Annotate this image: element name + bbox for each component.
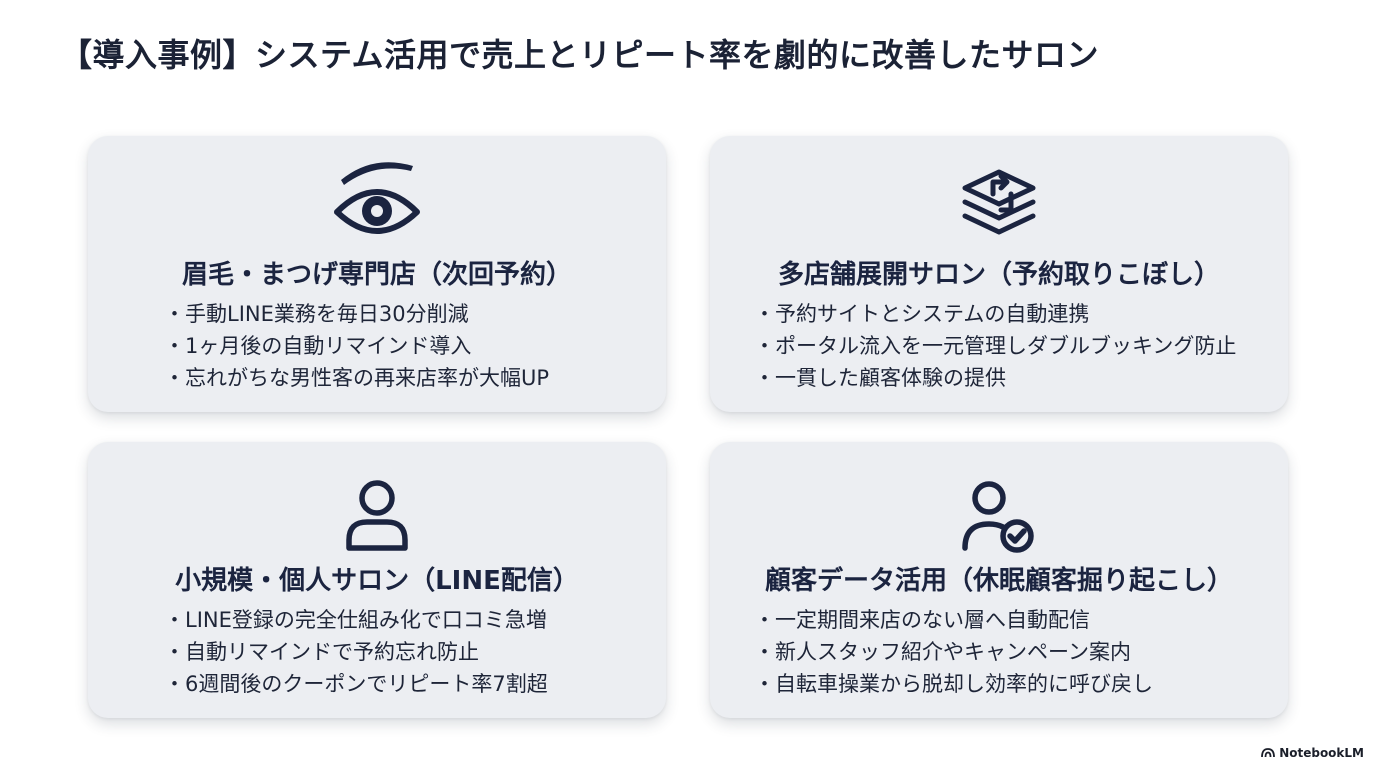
case-card-multi-store-salon: 多店舗展開サロン（予約取りこぼし） 予約サイトとシステムの自動連携 ポータル流入… [710,136,1288,412]
card-title: 顧客データ活用（休眠顧客掘り起こし） [764,566,1233,596]
notebooklm-brand: NotebookLM [1261,746,1364,760]
list-item: LINE登録の完全仕組み化で口コミ急増 [164,604,548,636]
notebooklm-logo-icon [1261,748,1276,758]
layers-sync-icon [949,154,1049,250]
card-title: 小規模・個人サロン（LINE配信） [175,566,579,596]
bullet-list: LINE登録の完全仕組み化で口コミ急増 自動リマインドで予約忘れ防止 6週間後の… [164,604,548,700]
bullet-list: 一定期間来店のない層へ自動配信 新人スタッフ紹介やキャンペーン案内 自転車操業か… [754,604,1153,700]
eye-icon [327,154,427,250]
user-check-icon [949,460,1049,556]
list-item: 自動リマインドで予約忘れ防止 [164,636,548,668]
case-card-customer-data: 顧客データ活用（休眠顧客掘り起こし） 一定期間来店のない層へ自動配信 新人スタッ… [710,442,1288,718]
list-item: 予約サイトとシステムの自動連携 [754,298,1236,330]
list-item: 1ヶ月後の自動リマインド導入 [164,330,549,362]
list-item: 忘れがちな男性客の再来店率が大幅UP [164,362,549,394]
list-item: 一定期間来店のない層へ自動配信 [754,604,1153,636]
case-card-small-salon: 小規模・個人サロン（LINE配信） LINE登録の完全仕組み化で口コミ急増 自動… [88,442,666,718]
case-card-eyebrow-salon: 眉毛・まつげ専門店（次回予約） 手動LINE業務を毎日30分削減 1ヶ月後の自動… [88,136,666,412]
card-title: 眉毛・まつげ専門店（次回予約） [181,260,572,290]
card-title: 多店舗展開サロン（予約取りこぼし） [777,260,1220,290]
bullet-list: 手動LINE業務を毎日30分削減 1ヶ月後の自動リマインド導入 忘れがちな男性客… [164,298,549,394]
list-item: 6週間後のクーポンでリピート率7割超 [164,668,548,700]
list-item: 新人スタッフ紹介やキャンペーン案内 [754,636,1153,668]
list-item: 手動LINE業務を毎日30分削減 [164,298,549,330]
list-item: 自転車操業から脱却し効率的に呼び戻し [754,668,1153,700]
list-item: ポータル流入を一元管理しダブルブッキング防止 [754,330,1236,362]
bullet-list: 予約サイトとシステムの自動連携 ポータル流入を一元管理しダブルブッキング防止 一… [754,298,1236,394]
page-title: 【導入事例】システム活用で売上とリピート率を劇的に改善したサロン [60,36,1100,74]
list-item: 一貫した顧客体験の提供 [754,362,1236,394]
user-icon [327,460,427,556]
brand-label: NotebookLM [1279,746,1364,760]
